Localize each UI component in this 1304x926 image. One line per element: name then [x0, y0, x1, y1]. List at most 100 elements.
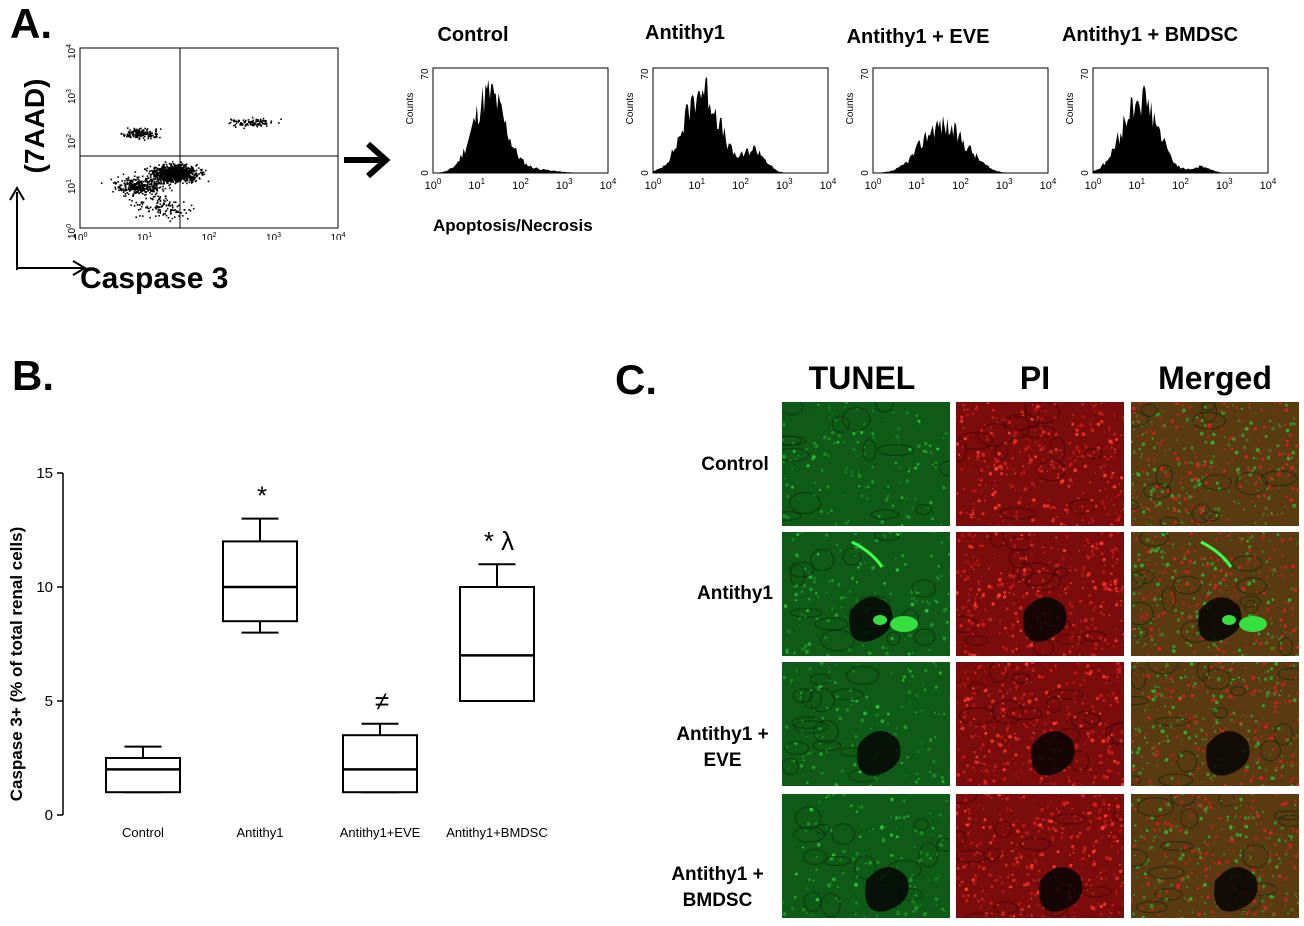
- box-3: [342, 722, 418, 794]
- scatter-points: [100, 116, 282, 222]
- histogram-xtick: 104: [820, 177, 837, 192]
- histogram-title: Antithy1 + BMDSC: [1061, 24, 1239, 46]
- box-category-label: Antithy1: [237, 825, 284, 840]
- scatter-xtick: 103: [266, 232, 281, 240]
- histogram-xtick: 102: [732, 177, 749, 192]
- micrograph-pi-row3: [956, 662, 1124, 786]
- micrograph-merged-row2: [1131, 532, 1299, 656]
- scatter-xtick: 101: [137, 232, 152, 240]
- histogram-xtick: 100: [865, 177, 882, 192]
- histogram-area: [873, 115, 1048, 173]
- histogram-xtick: 100: [645, 177, 662, 192]
- scatter-ylabel: (7AAD): [19, 78, 50, 174]
- histogram-xtick: 101: [688, 177, 705, 192]
- histogram-ylabel: Counts: [405, 93, 416, 125]
- box-ytick-label: 0: [45, 807, 53, 824]
- box-ytick-label: 15: [36, 465, 53, 482]
- histogram-ylabel: Counts: [845, 93, 856, 125]
- scatter-xtick: 104: [330, 232, 345, 240]
- histogram-ytick: 0: [1080, 170, 1091, 176]
- box-body: [105, 757, 181, 794]
- histogram-xtick: 104: [1260, 177, 1277, 192]
- box-ytick-label: 5: [45, 693, 53, 710]
- scatter-xtick: 102: [201, 232, 216, 240]
- box-annotation: * λ: [484, 526, 514, 556]
- histogram-xtick: 100: [425, 177, 442, 192]
- histogram-xtick: 103: [776, 177, 793, 192]
- box-annotation: ≠: [375, 686, 389, 716]
- micrograph-merged-row4: [1131, 794, 1299, 918]
- column-title-merged: Merged: [1158, 360, 1272, 396]
- histogram-ytick: 0: [860, 170, 871, 176]
- histogram-xtick: 104: [600, 177, 617, 192]
- box-ytick-label: 10: [36, 579, 53, 596]
- histogram-xtick: 101: [908, 177, 925, 192]
- histogram-title: Control: [437, 24, 509, 46]
- box-category-label: Antithy1+EVE: [340, 825, 421, 840]
- histogram-xtick: 103: [1216, 177, 1233, 192]
- box-body: [222, 540, 298, 623]
- histogram-title: Antithy1: [645, 22, 725, 44]
- micrograph-tunel-row2: [782, 532, 950, 656]
- histogram-xtick: 101: [468, 177, 485, 192]
- micrograph-pi-row4: [956, 794, 1124, 918]
- histogram-ytick: 70: [1080, 68, 1091, 80]
- axis-arrows: [9, 186, 87, 276]
- box-category-label: Control: [122, 825, 164, 840]
- micrograph-tunel-row4: [782, 794, 950, 918]
- micrograph-tunel-row1: [782, 402, 950, 526]
- row-label-antithy1-eve: Antithy1 + EVE: [676, 724, 769, 771]
- box-4: [459, 563, 535, 702]
- histogram-xtick: 100: [1085, 177, 1102, 192]
- box-category-label: Antithy1+BMDSC: [446, 825, 548, 840]
- scatter-ytick: 104: [66, 44, 78, 59]
- histogram-xtick: 103: [996, 177, 1013, 192]
- scatter-frame: [79, 47, 339, 229]
- histogram-ytick: 70: [420, 68, 431, 80]
- scatter-xtick: 100: [72, 232, 87, 240]
- histogram-ylabel: Counts: [625, 93, 636, 125]
- row-label-control: Control: [701, 454, 769, 475]
- micrograph-merged-row1: [1131, 402, 1299, 526]
- big-arrow-icon: [344, 141, 391, 179]
- box-2: [222, 517, 298, 634]
- histogram-xtick: 104: [1040, 177, 1057, 192]
- row-label-antithy1-bmdsc: Antithy1 + BMDSC: [671, 864, 764, 911]
- histogram-ylabel: Counts: [1065, 93, 1076, 125]
- histogram-ytick: 0: [640, 170, 651, 176]
- histogram-xtick: 103: [556, 177, 573, 192]
- scatter-xlabel: Caspase 3: [80, 262, 229, 295]
- histogram-title: Antithy1 + EVE: [846, 26, 990, 48]
- box-1: [105, 745, 181, 794]
- histogram-ytick: 70: [640, 68, 651, 80]
- panel-a-letter: A.: [10, 0, 52, 47]
- box-ylabel: Caspase 3+ (% of total renal cells): [7, 527, 26, 801]
- micrograph-merged-row3: [1131, 662, 1299, 786]
- panel-b-letter: B.: [12, 352, 54, 399]
- box-annotation: *: [257, 481, 267, 511]
- box-body: [342, 734, 418, 794]
- histogram-area: [1093, 84, 1268, 173]
- micrograph-tunel-row3: [782, 662, 950, 786]
- histogram-xtick: 102: [952, 177, 969, 192]
- micrograph-pi-row1: [956, 402, 1124, 526]
- histogram-area: [433, 79, 608, 173]
- histogram-area: [653, 76, 828, 173]
- histogram-ytick: 70: [860, 68, 871, 80]
- column-title-tunel: TUNEL: [808, 360, 916, 396]
- hist-xlabel: Apoptosis/Necrosis: [433, 216, 593, 235]
- histogram-ytick: 0: [420, 170, 431, 176]
- panel-c-letter: C.: [615, 356, 657, 403]
- column-title-pi: PI: [1019, 360, 1051, 396]
- histogram-xtick: 102: [512, 177, 529, 192]
- micrograph-pi-row2: [956, 532, 1124, 656]
- histogram-xtick: 101: [1128, 177, 1145, 192]
- scatter-ytick: 103: [66, 89, 78, 104]
- scatter-ytick: 102: [66, 134, 78, 149]
